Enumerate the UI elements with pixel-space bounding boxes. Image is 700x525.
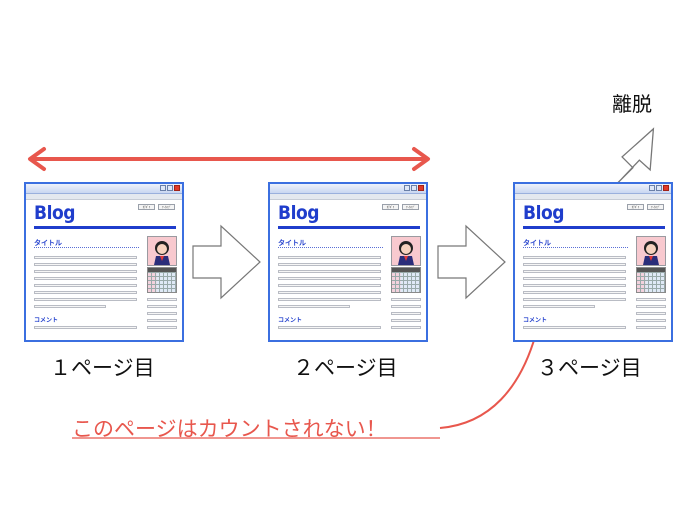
maximize-icon[interactable] [167, 185, 173, 191]
title-divider [523, 247, 628, 248]
text-line [523, 256, 626, 259]
text-line [34, 298, 137, 301]
comment-heading[interactable]: コメント [278, 317, 303, 324]
minimize-icon[interactable] [404, 185, 410, 191]
blog-logo: Blog [278, 202, 320, 224]
sidebar-line [391, 312, 421, 315]
comment-heading[interactable]: コメント [34, 317, 59, 324]
browser-window-page-1: Blog ｶﾃｺﾞﾘ ｱｰｶｲﾌﾞ タイトル コメント [24, 182, 184, 342]
text-line [278, 256, 381, 259]
sidebar-line [636, 319, 666, 322]
sidebar-line [391, 326, 421, 329]
text-line [278, 263, 381, 266]
nav-button-category[interactable]: ｶﾃｺﾞﾘ [382, 204, 399, 210]
calendar-widget [147, 267, 177, 293]
text-line [523, 270, 626, 273]
nav-button-archive[interactable]: ｱｰｶｲﾌﾞ [402, 204, 419, 210]
title-divider [34, 247, 139, 248]
close-icon[interactable] [663, 185, 669, 191]
sidebar-line [391, 298, 421, 301]
text-line [34, 270, 137, 273]
text-line [523, 277, 626, 280]
text-line [523, 298, 626, 301]
nav-button-archive[interactable]: ｱｰｶｲﾌﾞ [158, 204, 175, 210]
title-divider [278, 247, 383, 248]
comment-line [278, 326, 381, 329]
sidebar-line [147, 312, 177, 315]
text-line [34, 305, 106, 308]
profile-avatar [391, 236, 421, 266]
blog-logo: Blog [34, 202, 76, 224]
nav-button-category[interactable]: ｶﾃｺﾞﾘ [627, 204, 644, 210]
header-rule [523, 226, 665, 229]
post-title[interactable]: タイトル [278, 239, 306, 247]
header-rule [34, 226, 176, 229]
text-line [278, 298, 381, 301]
text-line [523, 291, 626, 294]
sidebar-line [147, 319, 177, 322]
sidebar-line [636, 298, 666, 301]
text-line [278, 305, 350, 308]
comment-heading[interactable]: コメント [523, 317, 548, 324]
blog-logo: Blog [523, 202, 565, 224]
text-line [34, 284, 137, 287]
page-label-1: １ページ目 [50, 356, 155, 380]
minimize-icon[interactable] [160, 185, 166, 191]
maximize-icon[interactable] [656, 185, 662, 191]
page-label-2: ２ページ目 [293, 356, 398, 380]
sidebar-line [147, 298, 177, 301]
sidebar-line [636, 305, 666, 308]
comment-line [523, 326, 626, 329]
not-counted-note: このページはカウントされない！ [72, 417, 387, 441]
nav-button-archive[interactable]: ｱｰｶｲﾌﾞ [647, 204, 664, 210]
nav-button-category[interactable]: ｶﾃｺﾞﾘ [138, 204, 155, 210]
text-line [278, 277, 381, 280]
close-icon[interactable] [418, 185, 424, 191]
window-titlebar [26, 184, 182, 194]
page-label-3: ３ページ目 [537, 356, 642, 380]
post-title[interactable]: タイトル [523, 239, 551, 247]
window-toolbar [515, 194, 671, 200]
exit-label: 離脱 [612, 92, 652, 116]
profile-avatar [636, 236, 666, 266]
profile-avatar [147, 236, 177, 266]
window-toolbar [270, 194, 426, 200]
minimize-icon[interactable] [649, 185, 655, 191]
comment-line [34, 326, 137, 329]
text-line [34, 291, 137, 294]
text-line [278, 284, 381, 287]
window-titlebar [270, 184, 426, 194]
note-curve-arrow [439, 325, 539, 429]
browser-window-page-2: Blog ｶﾃｺﾞﾘ ｱｰｶｲﾌﾞ タイトル コメント [268, 182, 428, 342]
sidebar-line [636, 326, 666, 329]
calendar-widget [391, 267, 421, 293]
sidebar-line [391, 319, 421, 322]
text-line [523, 305, 595, 308]
window-toolbar [26, 194, 182, 200]
text-line [523, 284, 626, 287]
window-titlebar [515, 184, 671, 194]
next-arrow-2 [437, 224, 506, 300]
sidebar-line [636, 312, 666, 315]
next-arrow-1 [192, 224, 261, 300]
text-line [34, 277, 137, 280]
text-line [278, 270, 381, 273]
close-icon[interactable] [174, 185, 180, 191]
header-rule [278, 226, 420, 229]
text-line [34, 263, 137, 266]
span-double-arrow [28, 147, 430, 171]
sidebar-line [147, 305, 177, 308]
text-line [34, 256, 137, 259]
sidebar-line [391, 305, 421, 308]
post-title[interactable]: タイトル [34, 239, 62, 247]
text-line [523, 263, 626, 266]
calendar-widget [636, 267, 666, 293]
maximize-icon[interactable] [411, 185, 417, 191]
text-line [278, 291, 381, 294]
sidebar-line [147, 326, 177, 329]
exit-arrow [611, 127, 655, 189]
browser-window-page-3: Blog ｶﾃｺﾞﾘ ｱｰｶｲﾌﾞ タイトル コメント [513, 182, 673, 342]
